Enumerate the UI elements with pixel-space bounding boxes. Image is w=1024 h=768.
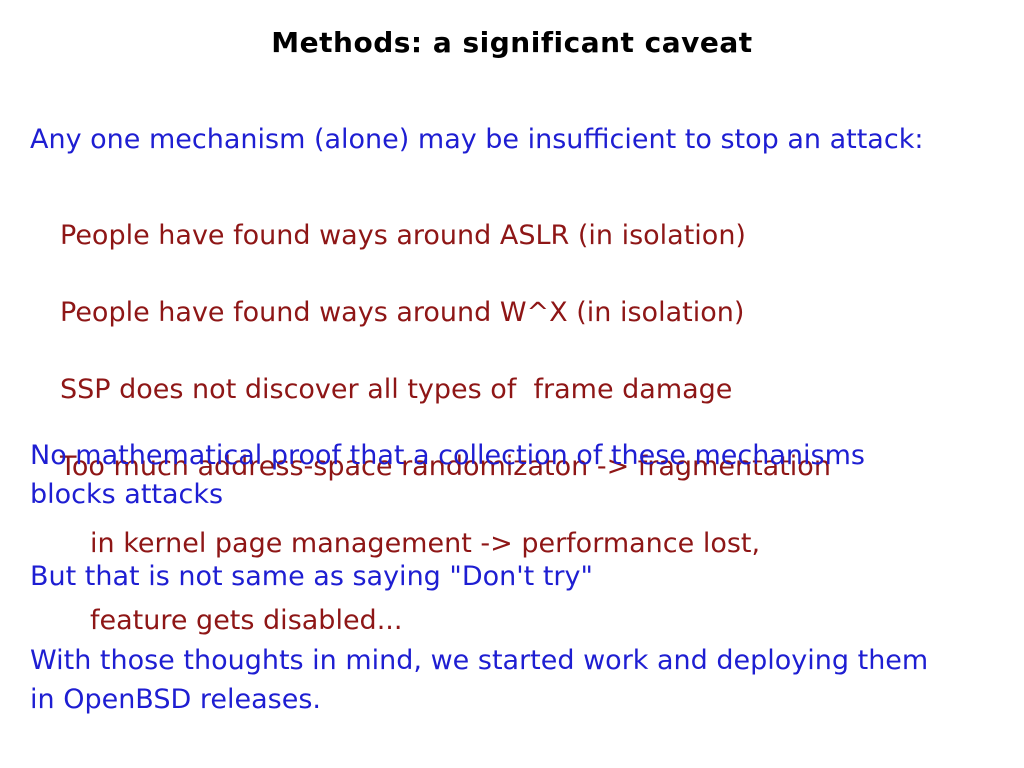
list-item-kernel-page: in kernel page management -> performance… <box>90 528 761 559</box>
list-item-wxorx: People have found ways around W^X (in is… <box>60 297 745 328</box>
intro-statement: Any one mechanism (alone) may be insuffi… <box>30 124 924 155</box>
caveat-list: People have found ways around ASLR (in i… <box>60 178 990 678</box>
list-item-feature-disabled: feature gets disabled... <box>90 605 403 636</box>
paragraph-openbsd-releases: With those thoughts in mind, we started … <box>30 645 929 715</box>
list-item-ssp: SSP does not discover all types of frame… <box>60 374 733 405</box>
list-item-randomization: Too much address-space randomizaton -> f… <box>60 451 831 482</box>
list-item-aslr: People have found ways around ASLR (in i… <box>60 220 746 251</box>
paragraph-no-proof: No mathematical proof that a collection … <box>30 440 865 510</box>
paragraph-dont-try: But that is not same as saying "Don't tr… <box>30 561 593 592</box>
slide-title: Methods: a significant caveat <box>271 26 753 59</box>
